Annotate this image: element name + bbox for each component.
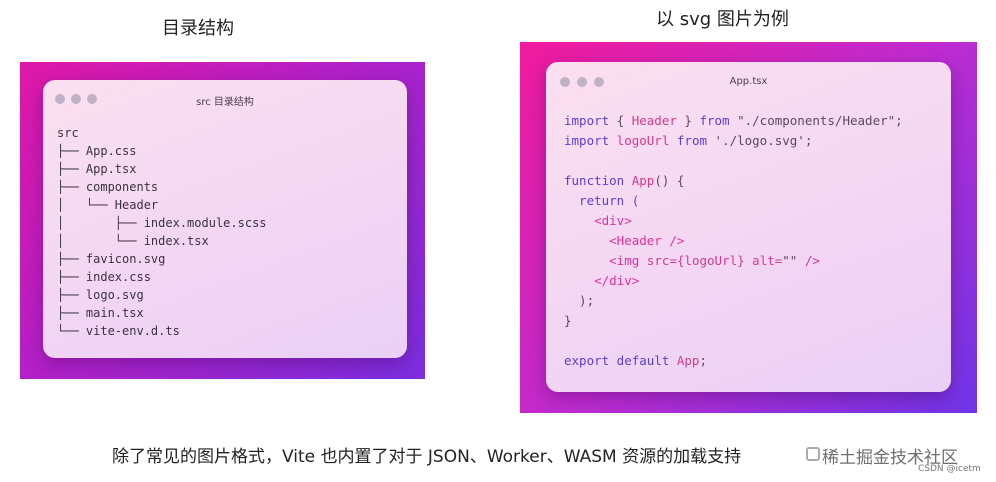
- code-attr: alt=: [744, 253, 783, 268]
- code-tag: <Header />: [564, 233, 685, 248]
- code-window: App.tsx import { Header } from "./compon…: [546, 62, 951, 392]
- tree-line: ├── App.tsx: [57, 162, 137, 176]
- code-punct: );: [564, 293, 595, 308]
- caption-svg-example: 以 svg 图片为例: [656, 9, 789, 30]
- tree-line: │ └── Header: [57, 198, 159, 212]
- window-close-dot: [55, 94, 65, 104]
- tree-line: ├── index.css: [57, 270, 151, 284]
- tree-line: ├── logo.svg: [57, 288, 144, 302]
- tree-line: │ └── index.tsx: [57, 234, 209, 248]
- tree-line: src: [57, 126, 79, 140]
- directory-tree: src ├── App.css ├── App.tsx ├── componen…: [57, 124, 267, 340]
- code-keyword: import: [564, 113, 610, 128]
- code-return: return (: [564, 193, 640, 208]
- code-punct: }: [564, 313, 572, 328]
- code-string: "": [782, 253, 798, 268]
- code-punct: {: [609, 113, 632, 128]
- tree-line: └── vite-env.d.ts: [57, 324, 180, 338]
- tree-line: ├── App.css: [57, 144, 137, 158]
- code-tag: </div>: [564, 273, 640, 288]
- code-keyword: function: [564, 173, 625, 188]
- code-keyword: import: [564, 133, 610, 148]
- code-keyword: export default: [564, 353, 670, 368]
- window-title: src 目录结构: [196, 97, 254, 108]
- watermark-text: 稀土掘金技术社区: [822, 448, 958, 468]
- code-keyword: from: [676, 133, 707, 148]
- code-block: import { Header } from "./components/Hea…: [564, 111, 903, 371]
- window-maximize-dot: [87, 94, 97, 104]
- code-identifier: Header: [631, 113, 677, 128]
- window-title: App.tsx: [729, 76, 768, 87]
- code-expression: {logoUrl}: [676, 253, 745, 268]
- window-close-dot: [560, 77, 570, 87]
- code-tag: />: [797, 253, 820, 268]
- tree-line: ├── main.tsx: [57, 306, 144, 320]
- code-punct: () {: [654, 173, 685, 188]
- code-tag: <img: [564, 253, 640, 268]
- code-keyword: from: [699, 113, 730, 128]
- code-attr: src=: [639, 253, 677, 268]
- code-tag: <div>: [564, 213, 632, 228]
- window-minimize-dot: [577, 77, 587, 87]
- tree-line: ├── components: [57, 180, 159, 194]
- watermark-csdn: CSDN @icetm: [918, 464, 981, 474]
- juejin-logo-icon: [806, 447, 820, 461]
- code-function-name: App: [624, 173, 655, 188]
- tree-line: ├── favicon.svg: [57, 252, 166, 266]
- code-identifier: App: [669, 353, 700, 368]
- window-maximize-dot: [594, 77, 604, 87]
- tree-line: │ ├── index.module.scss: [57, 216, 267, 230]
- caption-directory-structure: 目录结构: [162, 18, 234, 39]
- code-punct: }: [676, 113, 700, 128]
- code-punct: ;: [699, 353, 707, 368]
- window-minimize-dot: [71, 94, 81, 104]
- code-identifier: logoUrl: [609, 133, 677, 148]
- bottom-description: 除了常见的图片格式，Vite 也内置了对于 JSON、Worker、WASM 资…: [112, 447, 742, 467]
- directory-tree-window: src 目录结构 src ├── App.css ├── App.tsx ├──…: [43, 80, 407, 358]
- code-string: './logo.svg';: [707, 133, 813, 148]
- code-string: "./components/Header";: [729, 113, 903, 128]
